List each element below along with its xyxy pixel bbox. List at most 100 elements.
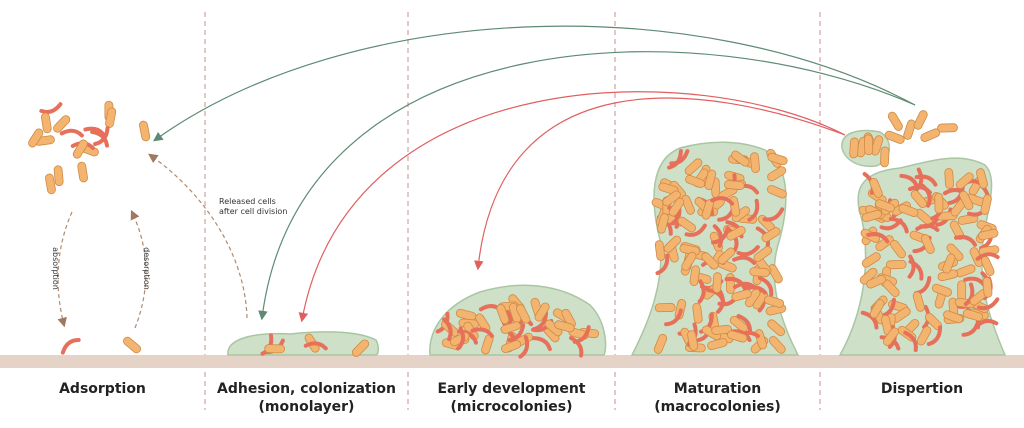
absorption-arrow <box>57 211 73 328</box>
rod-bacterium <box>937 123 958 133</box>
rod-bacterium <box>910 190 928 209</box>
rod-bacterium <box>861 209 883 222</box>
stage-label-adhesion: Adhesion, colonization(monolayer) <box>205 380 408 416</box>
rod-bacterium <box>711 324 732 335</box>
rod-bacterium <box>723 180 745 190</box>
curved-bacterium <box>470 327 494 338</box>
stage-title: Early development <box>437 381 586 397</box>
curved-bacterium <box>907 254 916 279</box>
rod-bacterium <box>874 199 896 213</box>
curved-bacterium <box>963 282 975 306</box>
rod-bacterium <box>654 240 666 261</box>
rod-bacterium <box>753 246 773 262</box>
curved-bacterium <box>530 336 552 352</box>
rod-bacterium <box>681 251 697 271</box>
curved-bacterium <box>888 216 909 234</box>
rod-bacterium <box>869 299 885 319</box>
curved-bacterium <box>954 235 978 247</box>
rod-bacterium <box>554 320 575 333</box>
rod-bacterium <box>725 273 735 294</box>
rod-bacterium <box>767 185 787 199</box>
rod-bacterium <box>351 339 370 357</box>
rod-bacterium <box>863 134 874 156</box>
rod-bacterium <box>264 344 286 354</box>
rod-bacterium <box>920 234 935 254</box>
curved-bacterium <box>441 317 453 342</box>
rod-bacterium <box>663 235 682 253</box>
curved-bacterium <box>664 308 683 327</box>
curved-bacterium <box>303 341 328 351</box>
stage-title: Dispertion <box>880 381 964 397</box>
rod-bacterium <box>45 173 56 195</box>
curved-bacterium <box>572 325 591 344</box>
rod-bacterium <box>750 152 760 174</box>
rod-bacterium <box>501 339 522 353</box>
rod-bacterium <box>869 177 883 198</box>
rod-bacterium <box>887 111 903 131</box>
rod-bacterium <box>880 146 890 168</box>
curved-bacterium <box>747 198 760 222</box>
rod-bacterium <box>882 327 899 346</box>
rod-bacterium <box>920 128 941 142</box>
rod-bacterium <box>768 336 786 354</box>
rod-bacterium <box>767 319 786 337</box>
rod-bacterium <box>944 168 954 189</box>
absorption-label: absorption <box>50 247 60 290</box>
curved-bacterium <box>914 167 924 192</box>
bacteria-layer <box>28 100 1000 359</box>
rod-bacterium <box>77 161 88 183</box>
stage-subtitle: (macrocolonies) <box>654 399 781 415</box>
stage-label-dispertion: Dispertion <box>820 380 1024 398</box>
stage-dividers <box>204 12 821 410</box>
curved-bacterium <box>976 297 1000 311</box>
rod-bacterium <box>913 110 928 130</box>
rod-bacterium <box>726 226 746 241</box>
rod-bacterium <box>731 150 750 167</box>
rod-bacterium <box>707 338 728 351</box>
curved-bacterium <box>914 174 938 187</box>
rod-bacterium <box>884 130 905 144</box>
curved-bacterium <box>974 318 999 329</box>
curved-bacterium <box>684 223 707 237</box>
rod-bacterium <box>976 168 988 189</box>
curved-bacterium <box>667 149 683 170</box>
stage-label-early-development: Early development (microcolonies) <box>408 380 615 416</box>
rod-bacterium <box>934 192 944 214</box>
rod-bacterium <box>912 291 925 312</box>
rod-bacterium <box>668 197 685 217</box>
rod-bacterium <box>657 213 669 234</box>
rod-bacterium <box>654 303 676 313</box>
rod-bacterium <box>727 330 748 343</box>
curved-bacterium <box>59 128 84 138</box>
dispersal-arrow-green <box>153 25 916 142</box>
rod-bacterium <box>689 265 701 287</box>
curved-bacterium <box>669 149 690 166</box>
rod-bacterium <box>957 280 967 302</box>
rod-bacterium <box>516 304 531 324</box>
curved-bacterium <box>926 325 943 347</box>
rod-bacterium <box>662 190 681 207</box>
curved-bacterium <box>456 326 466 351</box>
rod-bacterium <box>704 169 717 191</box>
rod-bacterium <box>885 259 907 270</box>
rod-bacterium <box>962 309 984 322</box>
surface <box>0 355 1024 368</box>
rod-bacterium <box>980 194 992 215</box>
stage-subtitle: (microcolonies) <box>450 399 573 415</box>
rod-bacterium <box>942 253 956 274</box>
curved-bacterium <box>975 252 1000 261</box>
rod-bacterium <box>761 227 781 243</box>
rod-bacterium <box>53 115 71 133</box>
desorption-label: desorption <box>141 247 151 290</box>
rod-bacterium <box>717 247 736 265</box>
rod-bacterium <box>53 165 64 187</box>
rod-bacterium <box>653 333 668 354</box>
rod-bacterium <box>749 267 771 278</box>
stage-subtitle: (monolayer) <box>258 399 355 415</box>
rod-bacterium <box>890 239 906 259</box>
curved-bacterium <box>93 126 110 147</box>
rod-bacterium <box>72 139 88 159</box>
curved-bacterium <box>903 330 918 353</box>
rod-bacterium <box>731 289 752 302</box>
